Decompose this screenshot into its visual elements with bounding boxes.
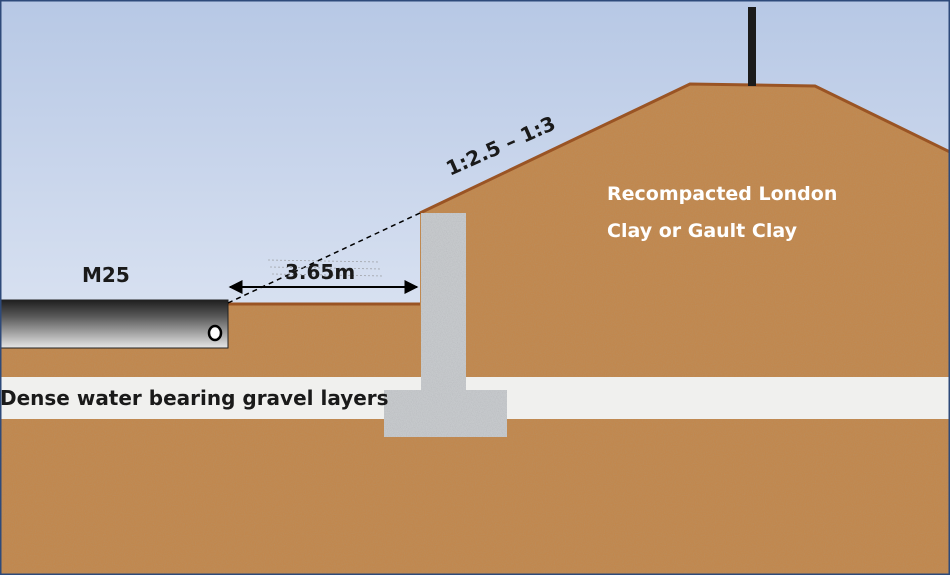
dimension-hatch [267, 259, 385, 277]
fill-label-line2: Clay or Gault Clay [607, 220, 798, 242]
m25-carriageway-outline [0, 299, 229, 349]
drain-pipe-icon [207, 324, 223, 342]
road-label: M25 [82, 263, 130, 287]
distance-label: 3.65m [285, 260, 355, 284]
fence-post [748, 7, 756, 86]
gravel-label: Dense water bearing gravel layers [0, 386, 389, 410]
fill-label-line1: Recompacted London [607, 183, 837, 205]
m25-carriageway [0, 300, 228, 348]
retaining-wall [384, 213, 507, 437]
embankment-soil [0, 84, 950, 575]
